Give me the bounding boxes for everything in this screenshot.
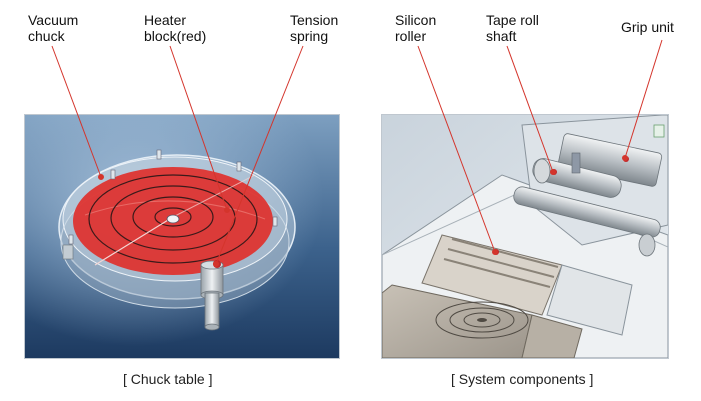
- label-tape-roll-shaft: Tape roll shaft: [486, 12, 539, 44]
- system-components-drawing: [382, 115, 668, 358]
- label-tension-spring-line2: spring: [290, 28, 329, 44]
- label-grip-unit-line1: Grip unit: [621, 19, 674, 35]
- label-heater-block: Heater block(red): [144, 12, 206, 44]
- label-tape-roll-shaft-line2: shaft: [486, 28, 517, 44]
- label-tension-spring: Tension spring: [290, 12, 338, 44]
- caption-system-components: [ System components ]: [451, 371, 594, 387]
- label-tension-spring-line1: Tension: [290, 12, 339, 28]
- system-components-image: [381, 114, 669, 359]
- label-silicon-roller-line2: roller: [395, 28, 427, 44]
- label-silicon-roller-line1: Silicon: [395, 12, 437, 28]
- caption-chuck-table: [ Chuck table ]: [123, 371, 213, 387]
- label-silicon-roller: Silicon roller: [395, 12, 436, 44]
- label-heater-block-line2: block(red): [144, 28, 207, 44]
- label-heater-block-line1: Heater: [144, 12, 187, 28]
- chuck-table-drawing: [25, 115, 339, 358]
- label-grip-unit: Grip unit: [621, 19, 674, 35]
- label-vacuum-chuck: Vacuum chuck: [28, 12, 78, 44]
- chuck-table-image: [24, 114, 340, 359]
- label-vacuum-chuck-line2: chuck: [28, 28, 65, 44]
- label-tape-roll-shaft-line1: Tape roll: [486, 12, 539, 28]
- label-vacuum-chuck-line1: Vacuum: [28, 12, 79, 28]
